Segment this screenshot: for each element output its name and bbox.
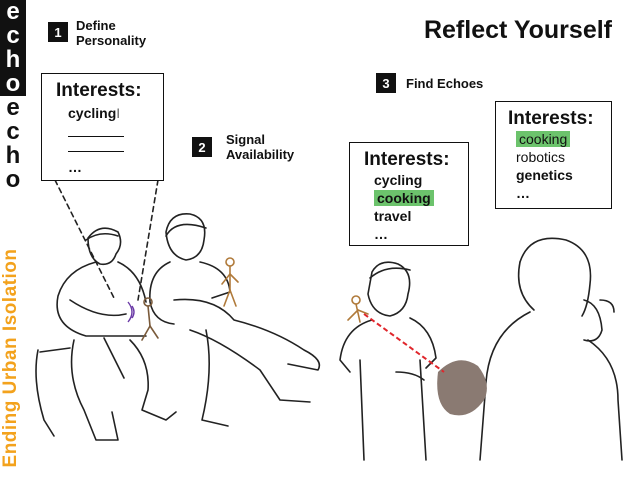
panel-heading: Interests:	[56, 80, 142, 101]
interest-item: robotics	[516, 149, 566, 165]
define-interests-panel: Interests: cyclingI …	[41, 73, 164, 181]
mannequin-seated-man	[141, 297, 159, 341]
interest-item: genetics	[516, 167, 573, 183]
step-3-label: Find Echoes	[406, 76, 484, 91]
interest-item-highlighted: cooking	[374, 190, 434, 206]
interest-item: …	[516, 185, 530, 201]
interest-blank-line	[68, 143, 124, 152]
step-2-badge: 2	[192, 137, 212, 157]
mannequin-man	[347, 295, 369, 323]
brand-letter: c	[0, 24, 26, 48]
step-2-label: Signal Availability	[226, 132, 295, 162]
page-title: Reflect Yourself	[423, 16, 612, 44]
man-interests-panel: Interests: cycling cooking travel …	[349, 142, 469, 246]
panel-heading: Interests:	[508, 108, 594, 129]
text-cursor-icon: I	[116, 105, 121, 121]
signal-icon	[127, 301, 135, 323]
interest-item-highlighted: cooking	[516, 131, 571, 147]
panel-heading: Interests:	[364, 149, 450, 170]
woman-interests-panel: Interests: cooking robotics genetics …	[495, 101, 612, 209]
bench	[35, 349, 55, 437]
step-3-badge: 3	[376, 73, 396, 93]
woman-back-figure	[479, 237, 623, 461]
interest-ellipsis: …	[68, 159, 82, 175]
interest-blank-line	[68, 128, 124, 137]
echo-laser-line	[363, 313, 445, 373]
mannequin-woman	[221, 257, 239, 307]
brand-letter: h	[0, 48, 26, 72]
brand-letter: e	[0, 96, 26, 120]
seated-man-figure	[56, 227, 177, 441]
brand-letter: o	[0, 168, 26, 192]
interest-item: cycling	[374, 172, 423, 188]
brand-letter: e	[0, 0, 26, 24]
interest-item: travel	[374, 208, 412, 224]
standing-man-figure	[339, 261, 437, 461]
callout-line	[54, 179, 116, 301]
brand-letter: h	[0, 144, 26, 168]
seated-woman-figure	[149, 213, 321, 427]
interest-input-value: cycling	[68, 105, 117, 121]
callout-line	[137, 179, 159, 301]
step-1-label: Define Personality	[76, 18, 147, 48]
brand-strip: e c h o e c h o	[0, 0, 26, 192]
brand-letter: o	[0, 72, 26, 96]
step-1-badge: 1	[48, 22, 68, 42]
interest-item: …	[374, 226, 388, 242]
hand-shape	[437, 360, 487, 416]
brand-letter: c	[0, 120, 26, 144]
